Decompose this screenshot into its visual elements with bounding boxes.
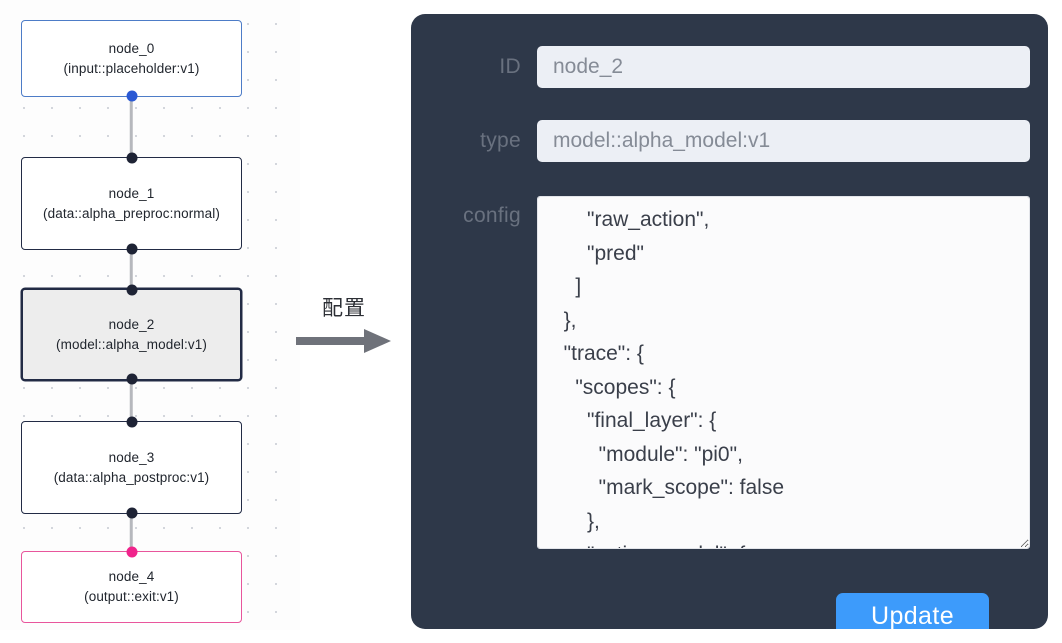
config-area-wrapper: [537, 196, 1030, 549]
graph-node-node_2[interactable]: node_2 (model::alpha_model:v1): [21, 284, 242, 385]
graph-node-node_1[interactable]: node_1 (data::alpha_preproc:normal): [21, 152, 242, 255]
graph-edge: [129, 250, 133, 288]
node-port-input[interactable]: [126, 416, 137, 428]
transition-annotation: 配置: [292, 296, 396, 360]
graph-node-label: node_2 (model::alpha_model:v1): [56, 316, 207, 352]
node-port-input[interactable]: [126, 152, 137, 164]
node-port-input[interactable]: [126, 546, 137, 558]
id-input[interactable]: [537, 46, 1030, 88]
graph-node-node_4[interactable]: node_4 (output::exit:v1): [21, 546, 242, 623]
node-port-output[interactable]: [126, 373, 137, 385]
update-button[interactable]: Update: [836, 593, 989, 629]
node-port-output[interactable]: [126, 243, 137, 255]
transition-label: 配置: [322, 297, 366, 320]
id-field-label: ID: [499, 55, 521, 78]
node-port-output[interactable]: [126, 90, 137, 102]
type-input[interactable]: [537, 120, 1030, 162]
graph-canvas[interactable]: node_0 (input::placeholder:v1) node_1 (d…: [0, 0, 300, 630]
form-row-id: ID: [425, 46, 1030, 88]
type-field-label: type: [480, 129, 521, 152]
graph-node-node_0[interactable]: node_0 (input::placeholder:v1): [21, 20, 242, 102]
graph-node-node_3[interactable]: node_3 (data::alpha_postproc:v1): [21, 416, 242, 519]
graph-node-label: node_4 (output::exit:v1): [84, 569, 179, 604]
arrow-right-icon: [292, 328, 396, 354]
graph-node-label: node_3 (data::alpha_postproc:v1): [53, 449, 210, 485]
config-field-label: config: [463, 204, 521, 227]
form-row-config: config: [425, 196, 1030, 549]
config-textarea[interactable]: [537, 196, 1030, 549]
bottom-whitespace: [0, 630, 1062, 643]
node-port-input[interactable]: [126, 284, 137, 296]
graph-edge: [129, 97, 133, 157]
node-config-panel: ID type config Update: [411, 14, 1048, 629]
graph-edge: [129, 514, 133, 551]
node-port-output[interactable]: [126, 507, 137, 519]
form-row-type: type: [425, 120, 1030, 162]
graph-node-label: node_0 (input::placeholder:v1): [63, 40, 200, 76]
graph-node-label: node_1 (data::alpha_preproc:normal): [43, 185, 220, 221]
graph-edge: [129, 381, 133, 421]
